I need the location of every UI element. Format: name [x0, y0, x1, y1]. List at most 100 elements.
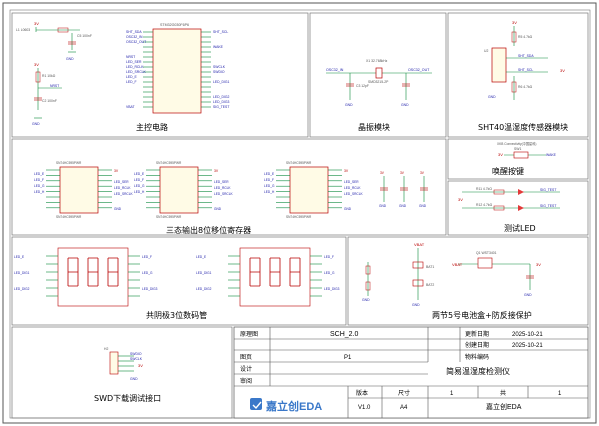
title-wake-button: 唤醒按键 — [492, 166, 524, 176]
frame-shift-register — [11, 138, 447, 236]
title-battery: 两节5号电池盒+防反接保护 — [432, 310, 532, 320]
led-net-sig-test-2: SIG_TEST — [540, 204, 556, 208]
title-test-led: 测试LED — [504, 223, 536, 233]
tb-label-updated: 更新日期 — [465, 330, 489, 338]
test-led-circuit: R11 4.7kΩ SIG_TEST R12 4.7kΩ SIG_TEST 3V… — [458, 187, 560, 233]
tb-value-updated: 2025-10-21 — [512, 332, 543, 338]
sht-vdd-label: 3V — [512, 20, 517, 25]
gnd-label-1: GND — [66, 57, 74, 61]
shift-register-net-e: LED_E — [34, 172, 44, 176]
seven-segment-circuit: LED_ELED_DIG1LED_DIG2LED_FLED_GLED_DIG3L… — [14, 247, 340, 320]
power-vdd-label: 3V — [34, 21, 39, 26]
button-vendor-label: XKB Connectivity(中国星科) — [497, 141, 537, 146]
power-vdd-label-2: 3V — [34, 62, 39, 67]
shift-register-net-srclk: LED_SRCLK — [344, 192, 363, 196]
shift-register-net-rclk: LED_RCLK — [214, 186, 231, 190]
battery-circuit: VBAT BAT1 BAT2 GND VBAT Q1 WST3401 3V GN… — [362, 242, 541, 320]
title-swd: SWD下载调试接口 — [94, 393, 161, 403]
decoupling-cap-vdd: 3V — [380, 171, 385, 175]
mcu-net-dig1: LED_DIG1 — [213, 80, 230, 84]
shift-register-chip-body — [59, 166, 99, 214]
crystal-body — [375, 67, 383, 79]
mosfet-symbol — [477, 257, 493, 269]
mcu-net-sht-sda: SHT_SDA — [126, 30, 142, 34]
tb-value-version: V1.0 — [358, 405, 371, 411]
title-sht40: SHT40温湿度传感器模块 — [478, 122, 568, 132]
tb-page-total: 1 — [558, 391, 562, 397]
sht-net-scl: SHT_SCL — [518, 68, 533, 72]
shift-register-chip-label-bottom: SN74HC595PWR — [286, 215, 312, 219]
tb-label-diagram: 原理图 — [240, 331, 258, 338]
mcu-net-vbat: VBAT — [126, 105, 135, 109]
shift-register-chip-label-bottom: SN74HC595PWR — [156, 215, 182, 219]
seven-segment-net-dig1: LED_DIG1 — [14, 271, 30, 275]
frame-crystal — [309, 12, 447, 138]
sht-r6-label: R6 4.7kΩ — [518, 85, 533, 89]
jlc-eda-logo: 嘉立创EDA — [250, 398, 322, 413]
shift-register-chip-label: SN74HC595PWR — [156, 161, 182, 165]
mcu-net-swclk: SWCLK — [213, 65, 226, 69]
seven-segment-net-dig2: LED_DIG2 — [196, 287, 212, 291]
shift-register-vdd: 3V — [214, 169, 219, 173]
decoupling-cap-gnd: GND — [379, 204, 387, 208]
sht-net-sda: SHT_SDA — [518, 54, 534, 58]
frame-wake-button — [447, 138, 589, 180]
seven-segment-digit — [87, 257, 99, 287]
mcu-net-dig3: LED_DIG3 — [213, 100, 230, 104]
frame-sht40 — [447, 12, 589, 138]
nrst-net-label: NRST — [50, 84, 59, 88]
shift-register-net-srclk: LED_SRCLK — [114, 192, 133, 196]
mcu-net-sig-test: SIG_TEST — [213, 105, 229, 109]
shift-register-net-f: LED_F — [134, 178, 144, 182]
mosfet-vbat: VBAT — [452, 262, 463, 267]
title-crystal: 晶振模块 — [358, 122, 390, 132]
seven-segment-digit — [67, 257, 79, 287]
crystal-net-in: OSC32_IN — [326, 68, 344, 72]
shift-register-chip-body — [289, 166, 329, 214]
bat1-symbol — [412, 261, 424, 269]
mcu-net-led-e: LED_E — [126, 75, 137, 79]
led-r12-label: R12 4.7kΩ — [476, 203, 493, 207]
wake-button-circuit: XKB Connectivity(中国星科) SW1 3V WAKE 唤醒按键 — [492, 141, 557, 176]
shift-register-net-rclk: LED_RCLK — [344, 186, 361, 190]
tb-label-part-code: 物料编码 — [465, 353, 489, 361]
shift-register-net-f: LED_F — [34, 178, 44, 182]
seven-segment-net-g: LED_G — [142, 271, 153, 275]
bat2-label: BAT2 — [426, 283, 434, 287]
button-symbol — [513, 151, 529, 159]
seven-segment-net-dig3: LED_DIG3 — [142, 287, 158, 291]
gnd-label-2: GND — [32, 122, 40, 126]
swd-header-body — [109, 351, 119, 375]
swd-header-label: H2 — [104, 347, 108, 351]
tb-value-page: P1 — [344, 355, 352, 361]
button-part-label: SW1 — [514, 147, 521, 151]
mcu-net-led-ser: LED_SER — [126, 60, 142, 64]
shift-register-circuit: SN74HC595PWR SN74HC595PWR 3V LED_SER LED_RCL… — [34, 161, 428, 235]
led-r11-label: R11 4.7kΩ — [476, 187, 492, 191]
bat2-symbol — [412, 279, 424, 287]
tb-label-page: 图页 — [240, 354, 252, 361]
shift-register-net-ser: LED_SER — [344, 180, 359, 184]
shift-register-vdd: 3V — [114, 169, 119, 173]
mcu-net-dig2: LED_DIG2 — [213, 95, 230, 99]
title-main-control: 主控电路 — [136, 122, 168, 132]
shift-register-net-g: LED_G — [34, 184, 45, 188]
decoupling-cap-vdd: 3V — [400, 171, 405, 175]
crystal-pkg-label: SMD3215-2P — [368, 80, 389, 84]
frame-test-led — [447, 180, 589, 236]
mosfet-vdd: 3V — [536, 262, 541, 267]
tb-label-size: 尺寸 — [398, 389, 410, 397]
swd-net-swdio: SWDIO — [130, 352, 142, 356]
mosfet-gnd: GND — [524, 293, 532, 297]
crystal-part-label: X1 32.768kHz — [366, 59, 388, 63]
c-main-label: C5 100nF — [77, 34, 92, 38]
led2-symbol — [518, 205, 524, 211]
seven-segment-net-dig1: LED_DIG1 — [196, 271, 212, 275]
sht40-chip-body — [491, 47, 507, 83]
led-net-sig-test-1: SIG_TEST — [540, 188, 556, 192]
crystal-circuit: OSC32_IN OSC32_OUT X1 32.768kHz SMD3215-… — [326, 59, 432, 132]
seven-segment-net-e: LED_E — [196, 255, 206, 259]
shift-register-chip-label-bottom: SN74HC595PWR — [56, 215, 82, 219]
